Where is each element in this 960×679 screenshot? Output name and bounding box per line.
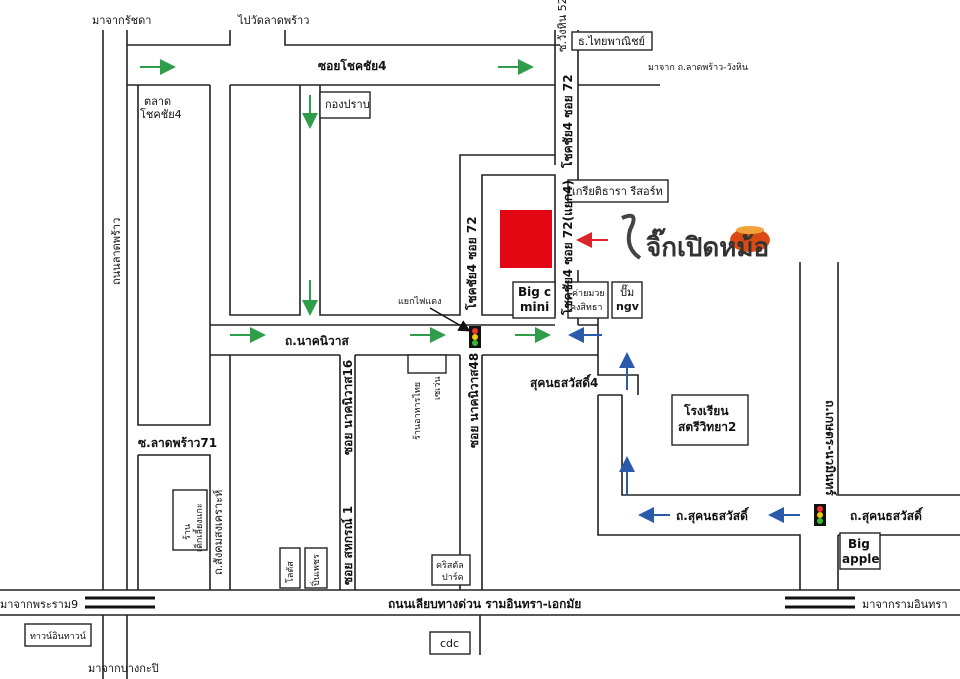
destination-marker: [500, 210, 552, 268]
label-kaset-nawamin: ถ.เกษตร-นวมินทร์: [823, 400, 837, 496]
label-from-ramintra: มาจากรามอินทรา: [862, 598, 948, 611]
label-shop-thai: ร้านอาหารไทย: [412, 382, 423, 440]
label-soi-72-b: โชคชัย4 ซอย 72: [464, 216, 479, 311]
label-soi-nak-niwat-16: ซอย นาคนิวาส16: [341, 360, 355, 455]
label-soi-72-a: โชคชัย4 ซอย 72: [560, 74, 575, 169]
pizza-box: [304, 547, 328, 589]
label-sukhon-sawat-4: สุคนธสวัสดิ์4: [530, 374, 598, 391]
label-from-ladprao-wanghin: มาจาก ถ.ลาดพร้าว-วังหิน: [648, 62, 748, 73]
label-chokchai4-market: ตลาดโชคชัย4: [140, 95, 182, 121]
label-soi-72-c: โชคชัย4 ซอย 72(แยก4): [560, 180, 575, 316]
school-box: [671, 394, 749, 446]
label-crystal: คริสตัลปาร์ค: [436, 560, 464, 583]
label-cdc: cdc: [440, 637, 459, 650]
big-apple-box: [839, 532, 881, 570]
lotus-box: [279, 547, 301, 589]
label-traffic-light: แยกไฟแดง: [398, 296, 441, 307]
traffic-light-icon: [814, 504, 826, 526]
direction-arrows: [140, 59, 800, 523]
label-police-camp: ค่ายมวยคงสิทธา: [570, 289, 605, 313]
label-town-in-town: ทาวน์อินทาวน์: [30, 630, 86, 642]
label-kreeta-resort: เกรียติธารา รีสอร์ท: [572, 185, 663, 198]
label-nak-niwat-road: ถ.นาคนิวาส: [285, 334, 349, 348]
brand-name: จิ๊กเปิดหม้อ: [646, 228, 769, 263]
label-from-rama9: มาจากพระราม9: [0, 598, 78, 611]
cdc-box: [429, 631, 471, 655]
label-shop-dek: ร้านเด็กเลี้ยงแกะ: [182, 503, 205, 552]
label-kong-prab: กองปราบ: [325, 98, 370, 111]
label-sukhon-sawat-road-2: ถ.สุคนธสวัสดิ์: [850, 507, 924, 524]
label-soi-sahakon-1: ซอย สหกรณ์ 1: [341, 506, 355, 585]
thai-panich-box: [571, 31, 653, 51]
big-c-mini-box: [512, 281, 556, 319]
shop-box: [407, 354, 447, 374]
shop-dek-box: [172, 489, 208, 551]
label-to-wat-ladprao: ไปวัดลาดพร้าว: [237, 14, 309, 27]
kong-prab-box: [319, 91, 371, 119]
label-thai-panich: ธ.ไทยพาณิชย์: [578, 35, 645, 48]
label-from-ratchada: มาจากรัชดา: [92, 14, 151, 27]
label-soi-wang-hin-52: ซ.วังหิน 52: [556, 0, 569, 52]
label-shop-thai-2: เซเว่น: [433, 377, 443, 400]
label-from-bangkapi: มาจากบางกะปิ: [88, 662, 159, 675]
label-expressway: ถนนเลียบทางด่วน รามอินทรา-เอกมัย: [388, 597, 581, 611]
crystal-box: [431, 554, 471, 586]
kreeta-resort-box: [567, 179, 669, 203]
traffic-light-icon: [469, 326, 481, 348]
pot-logo-icon: [621, 213, 770, 260]
label-sangkhom-road: ถ.สังคมสงเคราะห์: [212, 490, 225, 575]
label-ladprao-road: ถนนลาดพร้าว: [110, 218, 123, 285]
label-lotus: โลตัส: [285, 561, 296, 583]
town-in-town-box: [24, 623, 92, 647]
label-pizza: ปิ่นเพชร: [309, 554, 322, 586]
pump-ngv-box: [611, 281, 643, 319]
police-camp-box: [567, 281, 609, 319]
label-school: โรงเรียนสตรีวิทยา2: [678, 403, 736, 434]
label-soi-ladprao-71: ซ.ลาดพร้าว71: [138, 436, 217, 450]
label-soi-chokchai4: ซอยโชคชัย4: [318, 58, 387, 73]
label-soi-nak-niwat-48: ซอย นาคนิวาส48: [467, 353, 481, 448]
label-sukhon-sawat-road: ถ.สุคนธสวัสดิ์: [676, 507, 750, 524]
